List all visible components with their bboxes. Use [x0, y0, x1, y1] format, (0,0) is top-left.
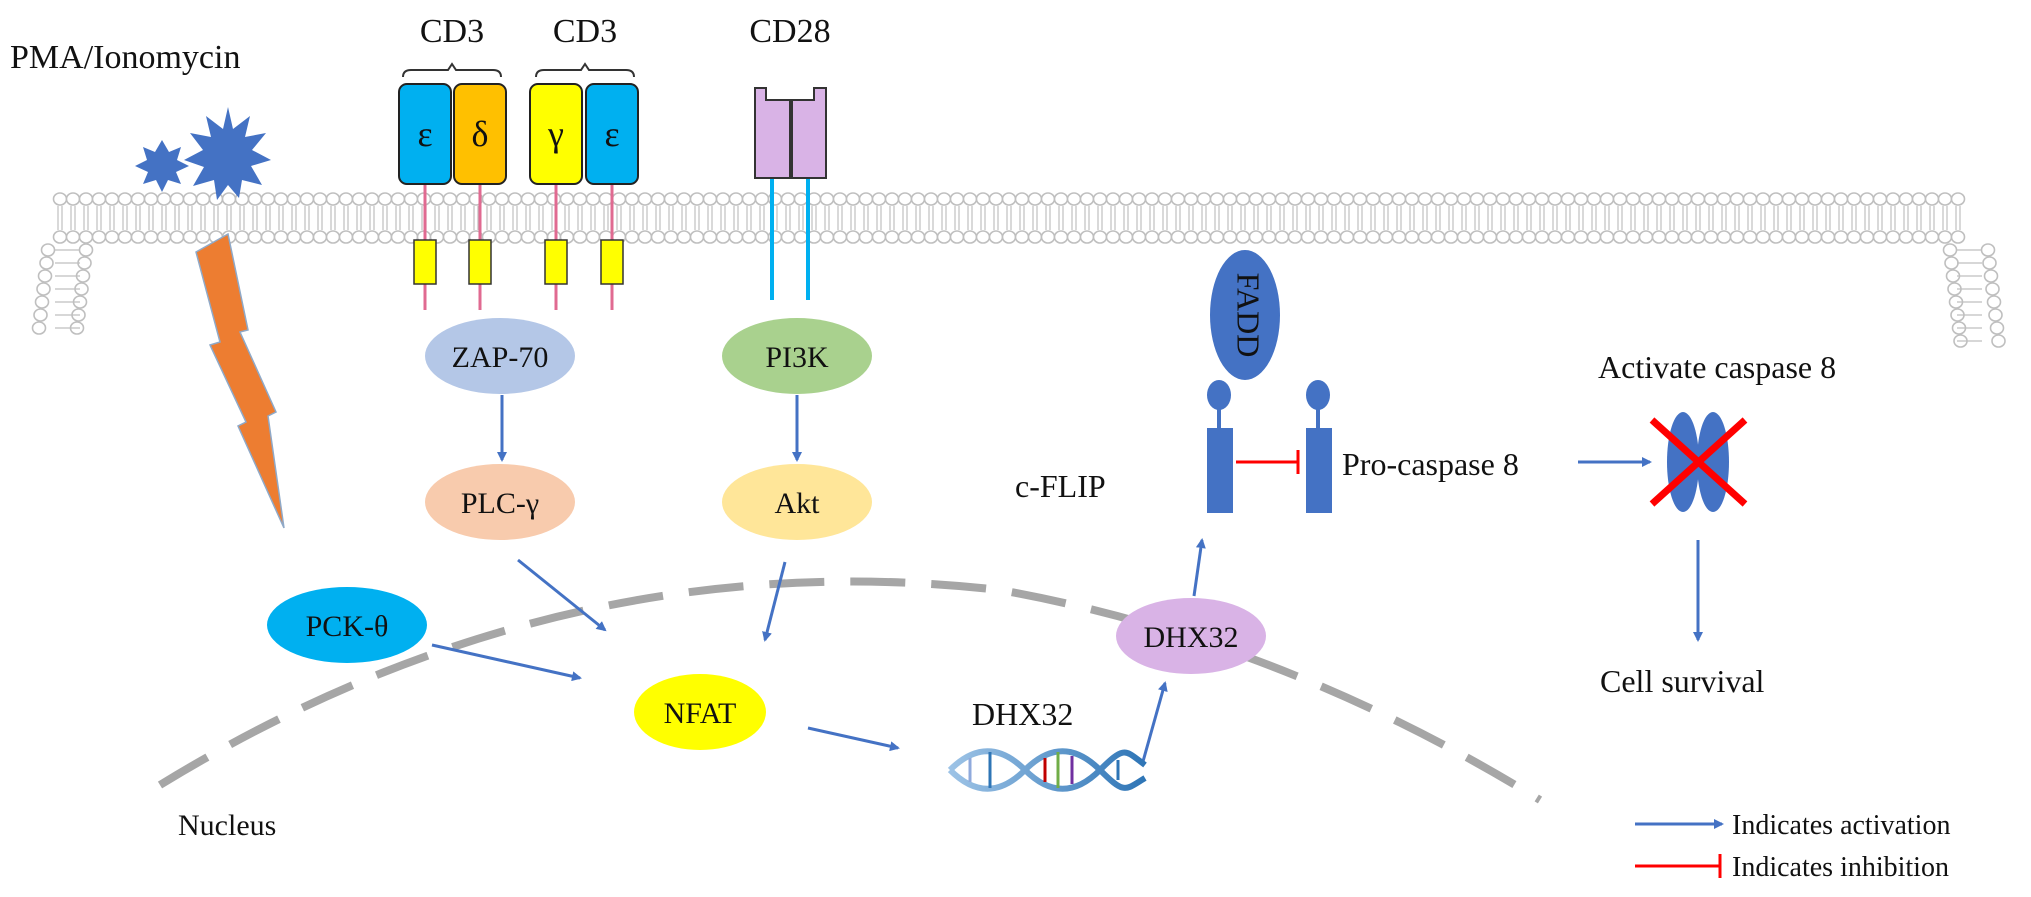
pma-ionomycin-label: PMA/Ionomycin — [10, 39, 240, 76]
cflip-head — [1207, 380, 1231, 410]
text-labels: PMA/Ionomycin CD3 CD3 CD28 c-FLIP Pro-ca… — [10, 13, 1836, 842]
dna-helix-icon — [947, 748, 1147, 792]
pi3k-node — [722, 318, 872, 394]
arrow-plc-to-nfat — [517, 558, 607, 632]
cell-membrane — [31, 192, 2006, 348]
akt-label: Akt — [775, 487, 821, 520]
cd28-label: CD28 — [749, 13, 830, 50]
plc-gamma-node — [425, 464, 575, 540]
cd28-receptor — [754, 87, 827, 300]
activation-arrows — [431, 395, 1703, 766]
procaspase-body — [1306, 428, 1332, 513]
death-inducing-complex: FADD — [1207, 250, 1332, 513]
cflip-stem — [1217, 402, 1221, 430]
nucleus-label: Nucleus — [178, 809, 276, 842]
pro-caspase-8-label: Pro-caspase 8 — [1342, 446, 1519, 482]
signaling-nodes: ZAP-70 PLC-γ PI3K Akt PCK-θ NFAT DHX32 — [267, 318, 1266, 750]
cd3-right-label: CD3 — [553, 13, 617, 50]
cell-survival-label: Cell survival — [1600, 663, 1765, 699]
cflip-body — [1207, 428, 1233, 513]
cd3-delta-chain — [453, 83, 507, 185]
legend-inhibition-label: Indicates inhibition — [1732, 852, 1949, 883]
arrow-dhx32-gene-to-protein — [1140, 681, 1168, 766]
akt-node — [722, 464, 872, 540]
cd3-epsilon-chain-left — [398, 83, 452, 185]
chain-epsilon-left-label: ε — [417, 114, 432, 154]
cd3-left-label: CD3 — [420, 13, 484, 50]
legend-activation-label: Indicates activation — [1732, 810, 1950, 841]
large-star-icon — [184, 107, 271, 200]
fadd-node — [1210, 250, 1280, 380]
chain-epsilon-right-label: ε — [604, 114, 619, 154]
cd3-receptor-complex: ε δ γ ε — [398, 62, 639, 310]
arrow-akt-to-nfat — [762, 561, 787, 642]
c-flip-label: c-FLIP — [1015, 468, 1106, 504]
chain-gamma-label: γ — [547, 114, 564, 154]
cd3-epsilon-chain-right — [585, 83, 639, 185]
cd3-right-brace — [535, 62, 635, 78]
dhx32-protein-label: DHX32 — [1144, 621, 1239, 654]
arrow-dhx32-to-cflip — [1192, 538, 1206, 597]
zap70-node — [425, 318, 575, 394]
lightning-bolt-icon — [195, 232, 285, 529]
pma-ionomycin-molecules — [135, 107, 271, 200]
plc-gamma-label: PLC-γ — [461, 487, 539, 520]
nfat-label: NFAT — [664, 697, 737, 730]
nfat-node — [634, 674, 766, 750]
arrow-nfat-to-dhx32-gene — [807, 726, 900, 752]
small-star-icon — [135, 140, 189, 192]
fadd-label: FADD — [1231, 273, 1267, 358]
procaspase-stem — [1316, 402, 1320, 430]
pi3k-label: PI3K — [765, 341, 829, 374]
cd28-chain-left — [754, 87, 791, 179]
legend: Indicates activation Indicates inhibitio… — [1635, 810, 1950, 883]
cd3-left-brace — [402, 62, 502, 78]
arrow-pck-to-nfat — [431, 643, 582, 682]
pck-theta-node — [267, 587, 427, 663]
chain-delta-label: δ — [472, 114, 489, 154]
zap70-label: ZAP-70 — [452, 341, 549, 374]
active-caspase-8 — [1649, 412, 1748, 512]
procaspase-head — [1306, 380, 1330, 410]
dhx32-gene-label: DHX32 — [972, 696, 1073, 732]
dhx32-protein-node — [1116, 598, 1266, 674]
nucleus-envelope — [157, 577, 1543, 804]
pck-theta-label: PCK-θ — [306, 610, 389, 643]
cd3-gamma-chain — [529, 83, 583, 185]
activate-caspase-8-label: Activate caspase 8 — [1598, 349, 1836, 385]
cd28-chain-right — [791, 87, 827, 179]
